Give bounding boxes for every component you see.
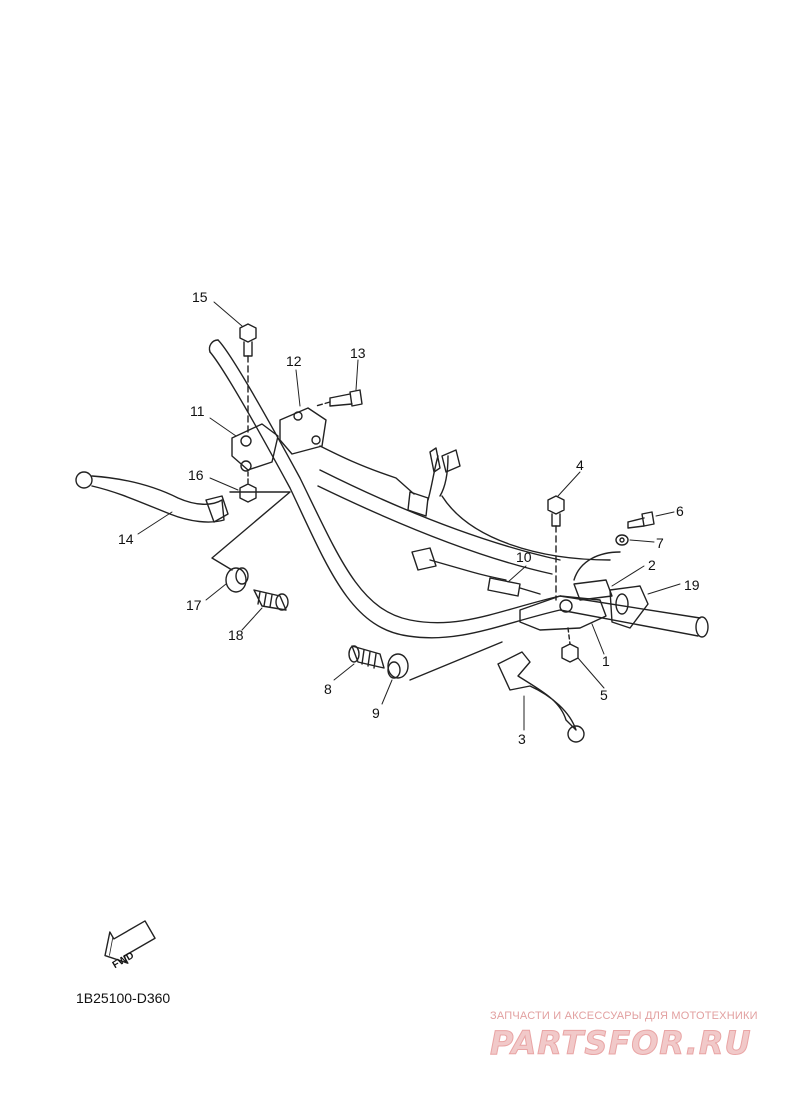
watermark-logo: PARTSFOR.RU bbox=[490, 1024, 752, 1063]
callout-numbers: 15 12 13 11 16 14 17 18 4 6 7 2 19 10 1 … bbox=[118, 289, 700, 747]
callout-leaders bbox=[137, 301, 681, 731]
callout-2: 2 bbox=[648, 557, 656, 573]
callout-4: 4 bbox=[576, 457, 584, 473]
adjuster-bolt-8 bbox=[348, 645, 385, 669]
bolt-13 bbox=[315, 389, 363, 407]
callout-17: 17 bbox=[186, 597, 202, 613]
nut-16 bbox=[239, 471, 257, 503]
leader-right bbox=[409, 641, 503, 681]
brake-master-cylinder bbox=[519, 551, 649, 631]
nut-5 bbox=[561, 627, 579, 663]
bolt-4 bbox=[547, 495, 565, 601]
callout-8: 8 bbox=[324, 681, 332, 697]
callout-13: 13 bbox=[350, 345, 366, 361]
leader-left bbox=[211, 491, 291, 571]
callout-12: 12 bbox=[286, 353, 302, 369]
callout-19: 19 bbox=[684, 577, 700, 593]
bolt-15 bbox=[239, 323, 257, 433]
diagram-code: 1B25100-D360 bbox=[76, 990, 171, 1006]
callout-10: 10 bbox=[516, 549, 532, 565]
callout-18: 18 bbox=[228, 627, 244, 643]
brake-switch-10 bbox=[487, 577, 541, 597]
callout-9: 9 bbox=[372, 705, 380, 721]
callout-5: 5 bbox=[600, 687, 608, 703]
adjuster-17 bbox=[225, 567, 249, 593]
clutch-lever-14 bbox=[75, 471, 229, 523]
callout-1: 1 bbox=[602, 653, 610, 669]
callout-15: 15 bbox=[192, 289, 208, 305]
clutch-switch-wire bbox=[319, 445, 611, 561]
callout-11: 11 bbox=[190, 403, 205, 419]
handlebar bbox=[208, 339, 709, 639]
fwd-arrow-icon bbox=[104, 920, 156, 964]
washer-7 bbox=[615, 534, 629, 546]
screw-6 bbox=[627, 511, 655, 529]
callout-7: 7 bbox=[656, 535, 664, 551]
adjuster-bolt-18 bbox=[253, 589, 289, 611]
callout-6: 6 bbox=[676, 503, 684, 519]
watermark-tagline: ЗАПЧАСТИ И АКСЕССУАРЫ ДЛЯ МОТОТЕХНИКИ bbox=[490, 1010, 758, 1022]
brake-lever-3 bbox=[497, 651, 585, 743]
adjuster-nut-9 bbox=[387, 653, 409, 679]
callout-16: 16 bbox=[188, 467, 204, 483]
connector bbox=[411, 547, 507, 581]
callout-14: 14 bbox=[118, 531, 134, 547]
callout-3: 3 bbox=[518, 731, 526, 747]
left-lever-holder bbox=[231, 407, 327, 472]
